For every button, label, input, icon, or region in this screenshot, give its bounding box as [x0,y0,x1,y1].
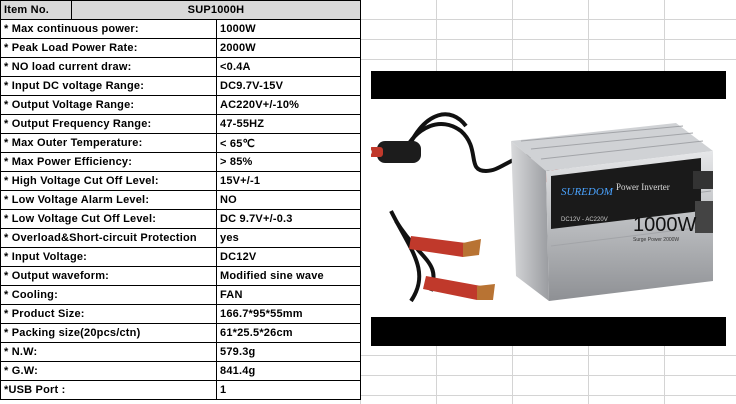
spec-value[interactable]: 166.7*95*55mm [216,304,361,324]
spec-table: Item No. SUP1000H * Max continuous power… [0,0,361,400]
voltage-text: DC12V - AC220V [561,217,608,223]
table-row: * Packing size(20pcs/ctn)61*25.5*26cm [0,323,361,343]
brand-text: SUREDOM [561,186,614,198]
spec-label[interactable]: * Max continuous power: [0,19,217,39]
product-name-text: Power Inverter [616,182,670,192]
spec-label[interactable]: * Max Outer Temperature: [0,133,217,153]
table-row: * Input Voltage:DC12V [0,247,361,267]
spec-label[interactable]: * Packing size(20pcs/ctn) [0,323,217,343]
spec-value[interactable]: DC12V [216,247,361,267]
table-row: * Output Frequency Range:47-55HZ [0,114,361,134]
front-label [551,158,701,229]
grid-line [360,59,736,60]
spec-label[interactable]: * Input DC voltage Range: [0,76,217,96]
spec-label[interactable]: * G.W: [0,361,217,381]
spec-value[interactable]: 1000W [216,19,361,39]
spec-value[interactable]: AC220V+/-10% [216,95,361,115]
spec-label[interactable]: * NO load current draw: [0,57,217,77]
spec-value[interactable]: FAN [216,285,361,305]
table-row: * Output waveform:Modified sine wave [0,266,361,286]
spec-label[interactable]: * Low Voltage Cut Off Level: [0,209,217,229]
spec-label[interactable]: * Low Voltage Alarm Level: [0,190,217,210]
table-row: * NO load current draw:<0.4A [0,57,361,77]
spec-label[interactable]: * Max Power Efficiency: [0,152,217,172]
surge-text: Surge Power 2000W [633,237,679,243]
spec-label[interactable]: *USB Port : [0,380,217,400]
table-row: * Low Voltage Cut Off Level:DC 9.7V+/-0.… [0,209,361,229]
usb-port-icon [693,171,713,189]
spec-label[interactable]: * N.W: [0,342,217,362]
grid-line [360,39,736,40]
spec-label[interactable]: * Output Voltage Range: [0,95,217,115]
table-row: * High Voltage Cut Off Level:15V+/-1 [0,171,361,191]
ac-socket-icon [695,201,713,233]
table-row: * Product Size:166.7*95*55mm [0,304,361,324]
grid-line [360,19,736,20]
table-row: *USB Port :1 [0,380,361,400]
inverter-illustration: SUREDOM Power Inverter DC12V - AC220V 10… [371,99,726,317]
table-row: * Max Outer Temperature:< 65℃ [0,133,361,153]
spec-label[interactable]: * Input Voltage: [0,247,217,267]
table-row: * G.W:841.4g [0,361,361,381]
battery-clip-icon [423,276,495,300]
table-row: * Max continuous power:1000W [0,19,361,39]
spec-value[interactable]: DC 9.7V+/-0.3 [216,209,361,229]
grid-line [360,395,736,396]
power-cable [407,112,468,147]
spec-value[interactable]: 47-55HZ [216,114,361,134]
grid-line [360,355,736,356]
spec-label[interactable]: * Peak Load Power Rate: [0,38,217,58]
spec-value[interactable]: 15V+/-1 [216,171,361,191]
grid-line [360,0,361,404]
spec-value[interactable]: 1 [216,380,361,400]
grid-line [360,375,736,376]
table-row: * N.W:579.3g [0,342,361,362]
spec-label[interactable]: * Output waveform: [0,266,217,286]
table-row: * Max Power Efficiency:> 85% [0,152,361,172]
spec-value[interactable]: 841.4g [216,361,361,381]
table-row: * Output Voltage Range:AC220V+/-10% [0,95,361,115]
spec-label[interactable]: * Overload&Short-circuit Protection [0,228,217,248]
table-row: * Peak Load Power Rate:2000W [0,38,361,58]
header-value[interactable]: SUP1000H [71,0,361,20]
header-label[interactable]: Item No. [0,0,72,20]
power-rating-text: 1000W [633,214,696,236]
product-photo: SUREDOM Power Inverter DC12V - AC220V 10… [371,71,726,346]
spec-value[interactable]: Modified sine wave [216,266,361,286]
inverter-body [511,123,713,301]
spec-value[interactable]: < 65℃ [216,133,361,153]
spec-value[interactable]: <0.4A [216,57,361,77]
spec-value[interactable]: DC9.7V-15V [216,76,361,96]
spec-value[interactable]: 61*25.5*26cm [216,323,361,343]
battery-clip-icon [409,236,481,257]
spec-label[interactable]: * Cooling: [0,285,217,305]
spec-label[interactable]: * Product Size: [0,304,217,324]
spec-value[interactable]: NO [216,190,361,210]
spec-label[interactable]: * High Voltage Cut Off Level: [0,171,217,191]
spec-value[interactable]: > 85% [216,152,361,172]
spec-value[interactable]: 2000W [216,38,361,58]
lighter-plug-icon [371,141,421,163]
table-row: * Low Voltage Alarm Level:NO [0,190,361,210]
spec-value[interactable]: yes [216,228,361,248]
spec-label[interactable]: * Output Frequency Range: [0,114,217,134]
table-row: * Input DC voltage Range:DC9.7V-15V [0,76,361,96]
header-row: Item No. SUP1000H [0,0,361,20]
table-row: * Cooling:FAN [0,285,361,305]
spec-value[interactable]: 579.3g [216,342,361,362]
